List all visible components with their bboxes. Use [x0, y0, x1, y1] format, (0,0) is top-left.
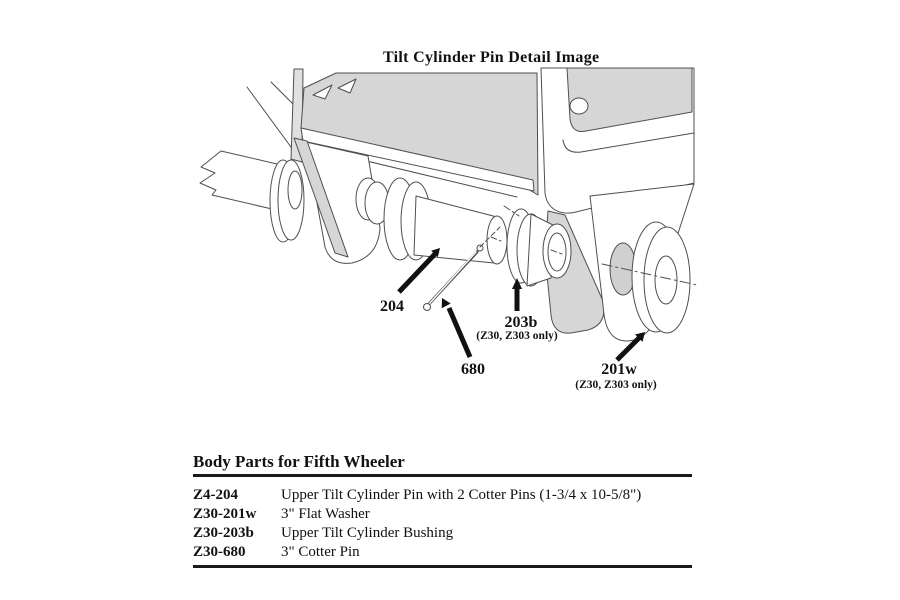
parts-table-body: Z4-204 Upper Tilt Cylinder Pin with 2 Co… [193, 477, 692, 568]
tailgate-frame-line [562, 132, 695, 153]
flat-washer-201w [631, 221, 691, 334]
label-201w-note: (Z30, Z303 only) [575, 379, 657, 391]
part-number: Z30-680 [193, 544, 246, 560]
page-title: Tilt Cylinder Pin Detail Image [383, 49, 600, 66]
part-description: Upper Tilt Cylinder Pin with 2 Cotter Pi… [281, 487, 642, 503]
part-number: Z30-203b [193, 525, 254, 541]
label-201w: 201w [601, 361, 637, 378]
tailgate-hole [569, 97, 589, 115]
label-204: 204 [380, 298, 404, 315]
body-sill [300, 127, 535, 192]
hoist-arm-line [246, 86, 300, 159]
tilt-cylinder-pin-204 [413, 195, 508, 265]
callout-arrow-204 [397, 248, 440, 294]
tilt-cylinder-pin-drawing: 204 680 203b (Z30, Z303 only) 201w (Z30,… [199, 67, 698, 391]
label-203b-note: (Z30, Z303 only) [476, 330, 558, 342]
callout-arrow-201w [615, 332, 645, 362]
part-description: Upper Tilt Cylinder Bushing [281, 525, 454, 541]
table-row: Z30-680 3" Cotter Pin [193, 543, 692, 562]
callout-arrows [397, 248, 645, 362]
table-row: Z30-203b Upper Tilt Cylinder Bushing [193, 524, 692, 543]
table-row: Z30-201w 3" Flat Washer [193, 505, 692, 524]
left-hinge-bracket [305, 141, 381, 264]
label-203b: 203b [505, 314, 538, 331]
hydraulic-tube [199, 150, 278, 210]
part-number: Z4-204 [193, 487, 238, 503]
table-row: Z4-204 Upper Tilt Cylinder Pin with 2 Co… [193, 486, 692, 505]
left-bracket-strap [293, 137, 349, 258]
callout-arrow-203b [512, 278, 522, 311]
floor-notch [337, 78, 357, 94]
label-680: 680 [461, 361, 485, 378]
tube-end-disc [269, 159, 305, 243]
floor-notch [312, 84, 333, 100]
part-description: 3" Flat Washer [281, 506, 370, 522]
parts-table-heading: Body Parts for Fifth Wheeler [193, 452, 692, 477]
cotter-pin-680 [423, 226, 501, 311]
callout-arrow-680 [441, 298, 473, 358]
parts-table: Body Parts for Fifth Wheeler Z4-204 Uppe… [193, 452, 692, 568]
cotter-pin-hole [476, 244, 484, 252]
centerlines [503, 205, 698, 286]
part-description: 3" Cotter Pin [281, 544, 360, 560]
tailgate-inset-panel [560, 67, 693, 132]
part-number: Z30-201w [193, 506, 257, 522]
